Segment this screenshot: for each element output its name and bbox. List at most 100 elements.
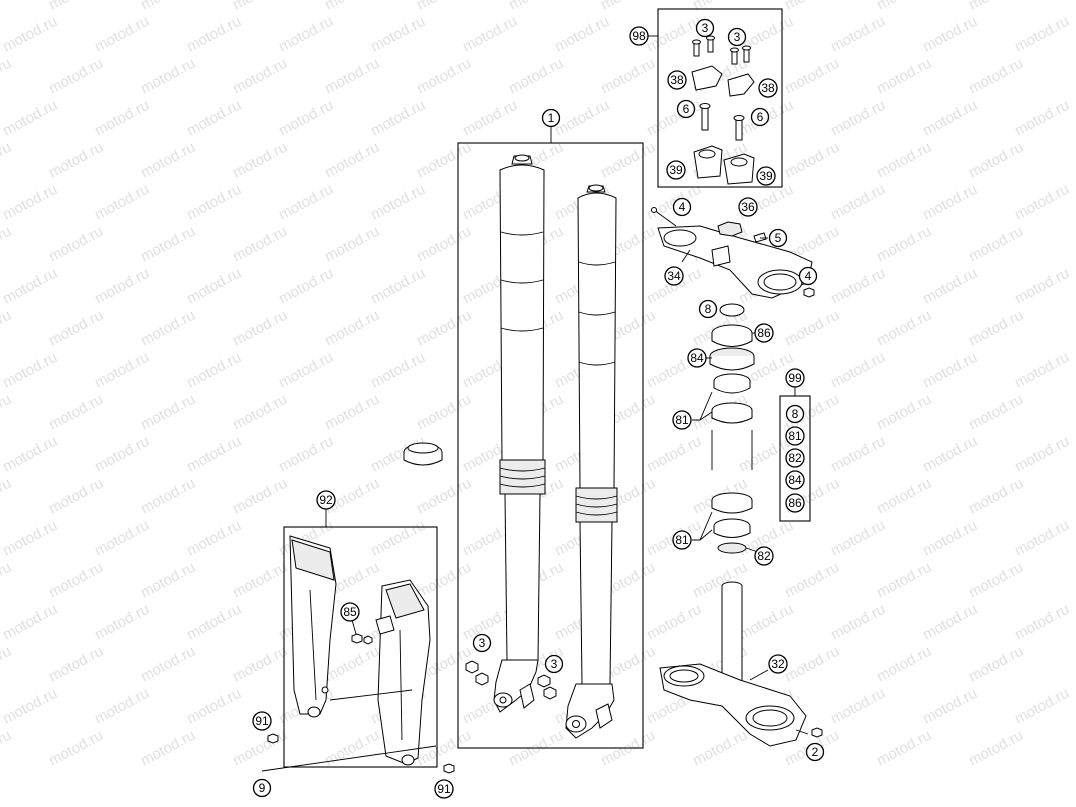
watermark-text: motod.ru bbox=[920, 13, 980, 56]
callout-98[interactable]: 98 bbox=[629, 26, 649, 46]
watermark-text: motod.ru bbox=[828, 601, 888, 644]
callout-36[interactable]: 36 bbox=[738, 197, 758, 217]
callout-82[interactable]: 82 bbox=[785, 448, 805, 468]
callout-84[interactable]: 84 bbox=[785, 470, 805, 490]
watermark-text: motod.ru bbox=[230, 307, 290, 350]
callout-32[interactable]: 32 bbox=[768, 654, 788, 674]
callout-81[interactable]: 81 bbox=[672, 530, 692, 550]
watermark-text: motod.ru bbox=[184, 517, 244, 560]
fork-foot-nuts[interactable] bbox=[465, 660, 557, 700]
svg-text:5: 5 bbox=[775, 231, 782, 245]
callout-34[interactable]: 34 bbox=[664, 266, 684, 286]
watermark-text: motod.ru bbox=[1012, 349, 1072, 392]
callout-3[interactable]: 3 bbox=[695, 18, 715, 38]
watermark-text: motod.ru bbox=[920, 601, 980, 644]
svg-text:86: 86 bbox=[788, 496, 802, 510]
callout-3[interactable]: 3 bbox=[544, 654, 564, 674]
svg-text:3: 3 bbox=[734, 30, 741, 44]
callout-99[interactable]: 99 bbox=[785, 368, 805, 388]
watermark-text: motod.ru bbox=[368, 349, 428, 392]
watermark-text: motod.ru bbox=[782, 559, 842, 602]
callout-38[interactable]: 38 bbox=[758, 78, 778, 98]
callout-3[interactable]: 3 bbox=[727, 27, 747, 47]
watermark-text: motod.ru bbox=[966, 139, 1026, 182]
svg-text:82: 82 bbox=[757, 549, 771, 563]
callout-86[interactable]: 86 bbox=[754, 323, 774, 343]
callout-2[interactable]: 2 bbox=[805, 742, 825, 762]
callout-1[interactable]: 1 bbox=[541, 108, 561, 128]
watermark-text: motod.ru bbox=[138, 307, 198, 350]
watermark-text: motod.ru bbox=[1012, 265, 1072, 308]
watermark-text: motod.ru bbox=[874, 727, 934, 770]
callout-84[interactable]: 84 bbox=[687, 348, 707, 368]
callout-8[interactable]: 8 bbox=[698, 299, 718, 319]
fork-leg-right[interactable] bbox=[565, 184, 618, 739]
watermark-text: motod.ru bbox=[920, 685, 980, 728]
fork-leg-left[interactable] bbox=[493, 154, 546, 713]
watermark-text: motod.ru bbox=[92, 517, 152, 560]
watermark-text: motod.ru bbox=[1012, 181, 1072, 224]
watermark-text: motod.ru bbox=[0, 727, 14, 770]
callout-4[interactable]: 4 bbox=[672, 197, 692, 217]
guard-screws[interactable] bbox=[261, 633, 455, 774]
watermark-text: motod.ru bbox=[184, 181, 244, 224]
top-triple-clamp[interactable] bbox=[651, 207, 815, 299]
clamp-kit-parts[interactable] bbox=[691, 35, 755, 185]
watermark-text: motod.ru bbox=[92, 433, 152, 476]
fork-assembly-frame bbox=[457, 142, 644, 749]
svg-text:81: 81 bbox=[675, 413, 689, 427]
svg-text:8: 8 bbox=[705, 302, 712, 316]
watermark-text: motod.ru bbox=[230, 139, 290, 182]
callout-91[interactable]: 91 bbox=[434, 779, 454, 799]
callout-81[interactable]: 81 bbox=[785, 426, 805, 446]
watermark-text: motod.ru bbox=[230, 475, 290, 518]
bottom-triple-clamp[interactable] bbox=[659, 581, 823, 747]
callout-92[interactable]: 92 bbox=[316, 490, 336, 510]
callout-6[interactable]: 6 bbox=[750, 107, 770, 127]
watermark-text: motod.ru bbox=[230, 0, 290, 14]
watermark-text: motod.ru bbox=[322, 307, 382, 350]
fork-guard-left[interactable] bbox=[289, 535, 337, 718]
watermark-text: motod.ru bbox=[690, 0, 750, 14]
callout-81[interactable]: 81 bbox=[672, 410, 692, 430]
callout-9[interactable]: 9 bbox=[252, 778, 272, 798]
callout-39[interactable]: 39 bbox=[666, 160, 686, 180]
watermark-text: motod.ru bbox=[690, 727, 750, 770]
watermark-text: motod.ru bbox=[322, 727, 382, 770]
callout-86[interactable]: 86 bbox=[785, 493, 805, 513]
watermark-text: motod.ru bbox=[552, 13, 612, 56]
watermark-text: motod.ru bbox=[368, 265, 428, 308]
watermark-text: motod.ru bbox=[414, 475, 474, 518]
watermark-text: motod.ru bbox=[460, 13, 520, 56]
watermark-text: motod.ru bbox=[966, 307, 1026, 350]
svg-text:91: 91 bbox=[255, 714, 269, 728]
callout-39[interactable]: 39 bbox=[756, 166, 776, 186]
watermark-text: motod.ru bbox=[92, 265, 152, 308]
callout-6[interactable]: 6 bbox=[676, 99, 696, 119]
callout-5[interactable]: 5 bbox=[768, 228, 788, 248]
callout-8[interactable]: 8 bbox=[785, 404, 805, 424]
watermark-text: motod.ru bbox=[368, 181, 428, 224]
callout-82[interactable]: 82 bbox=[754, 546, 774, 566]
callout-4[interactable]: 4 bbox=[798, 266, 818, 286]
steering-stem-stack[interactable] bbox=[709, 303, 755, 554]
svg-text:3: 3 bbox=[702, 21, 709, 35]
watermark-text: motod.ru bbox=[46, 559, 106, 602]
watermark-text: motod.ru bbox=[920, 265, 980, 308]
callout-91[interactable]: 91 bbox=[252, 711, 272, 731]
callout-38[interactable]: 38 bbox=[667, 70, 687, 90]
callout-3[interactable]: 3 bbox=[472, 633, 492, 653]
svg-text:3: 3 bbox=[551, 657, 558, 671]
watermark-text: motod.ru bbox=[0, 643, 14, 686]
callout-85[interactable]: 85 bbox=[340, 602, 360, 622]
svg-text:2: 2 bbox=[812, 745, 819, 759]
dust-cap[interactable] bbox=[403, 442, 443, 466]
watermark-text: motod.ru bbox=[184, 601, 244, 644]
watermark-text: motod.ru bbox=[276, 349, 336, 392]
watermark-text: motod.ru bbox=[322, 55, 382, 98]
watermark-text: motod.ru bbox=[46, 727, 106, 770]
svg-text:84: 84 bbox=[690, 351, 704, 365]
fork-guard-right[interactable] bbox=[375, 579, 431, 766]
